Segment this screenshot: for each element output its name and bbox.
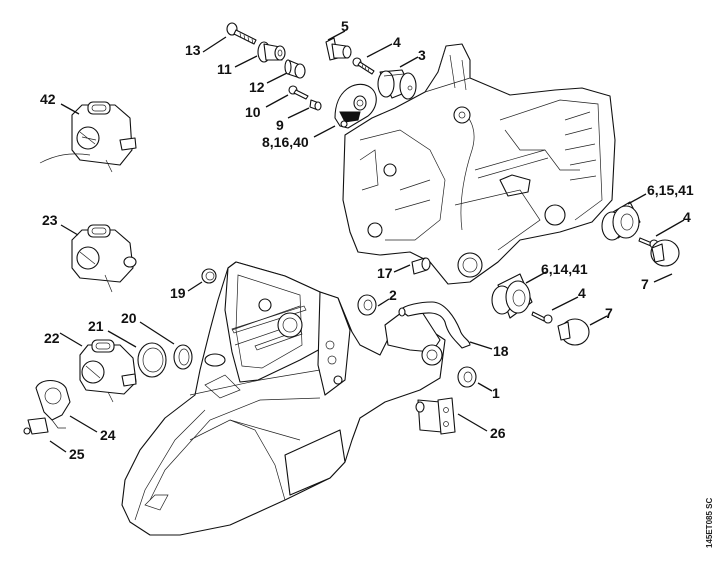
part-13-screw[interactable]: [226, 22, 257, 45]
part-6-annular-buffer-upper[interactable]: [601, 201, 641, 241]
callout-1[interactable]: 1: [492, 385, 500, 401]
part-18-hose[interactable]: [398, 301, 471, 349]
part-10-screw[interactable]: [288, 85, 309, 100]
callout-8-16-40[interactable]: 8,16,40: [262, 134, 309, 150]
callout-26[interactable]: 26: [490, 425, 506, 441]
part-20-ring[interactable]: [173, 344, 193, 370]
callout-6-14-41[interactable]: 6,14,41: [541, 261, 588, 277]
part-17-grommet[interactable]: [411, 257, 431, 275]
crankcase[interactable]: [342, 43, 616, 285]
part-11-bush[interactable]: [257, 41, 286, 63]
part-42-carburetor[interactable]: [39, 101, 137, 173]
tank-housing[interactable]: [121, 261, 446, 536]
callout-9[interactable]: 9: [276, 117, 284, 133]
callout-24[interactable]: 24: [100, 427, 116, 443]
part-1-seal-ring[interactable]: [457, 366, 477, 388]
callout-7-lower[interactable]: 7: [605, 305, 613, 321]
part-9-sleeve[interactable]: [309, 99, 322, 111]
callout-labels: 13 11 12 10 9 8,16,40 5 4 3 42 23 19 17 …: [40, 18, 694, 462]
leader-lines: [49, 30, 685, 453]
part-6-annular-buffer-lower[interactable]: [491, 273, 533, 319]
callout-4-middle[interactable]: 4: [683, 209, 691, 225]
callout-4-top[interactable]: 4: [393, 34, 401, 50]
part-4-screw-lower[interactable]: [531, 311, 553, 324]
part-7-plug-upper[interactable]: [650, 239, 680, 267]
part-7-plug-lower[interactable]: [557, 318, 590, 346]
callout-22[interactable]: 22: [44, 330, 60, 346]
callout-42[interactable]: 42: [40, 91, 56, 107]
callout-6-15-41[interactable]: 6,15,41: [647, 182, 694, 198]
callout-21[interactable]: 21: [88, 318, 104, 334]
part-19-grommet[interactable]: [201, 268, 217, 284]
callout-18[interactable]: 18: [493, 343, 509, 359]
callout-17[interactable]: 17: [377, 265, 393, 281]
callout-20[interactable]: 20: [121, 310, 137, 326]
part-2-seal-ring[interactable]: [357, 294, 377, 316]
part-24-gasket[interactable]: [35, 379, 71, 429]
part-12-buffer[interactable]: [284, 59, 306, 79]
callout-25[interactable]: 25: [69, 446, 85, 462]
part-3-annular-buffer[interactable]: [377, 69, 417, 100]
part-5-sleeve[interactable]: [325, 37, 352, 61]
part-23-carburetor[interactable]: [71, 224, 137, 293]
callout-11[interactable]: 11: [217, 61, 232, 77]
part-22-carburetor[interactable]: [79, 339, 137, 403]
callout-13[interactable]: 13: [185, 42, 201, 58]
callout-10[interactable]: 10: [245, 104, 261, 120]
callout-5[interactable]: 5: [341, 18, 349, 34]
callout-4-lower[interactable]: 4: [578, 285, 586, 301]
figure-code: 145ET085 SC: [705, 498, 714, 548]
part-25-plug[interactable]: [23, 417, 49, 435]
part-4-screw-top[interactable]: [352, 57, 375, 75]
part-21-ring[interactable]: [137, 342, 167, 378]
part-26-fitting[interactable]: [415, 397, 456, 435]
callout-2[interactable]: 2: [389, 287, 397, 303]
callout-12[interactable]: 12: [249, 79, 265, 95]
callout-19[interactable]: 19: [170, 285, 186, 301]
callout-7-upper[interactable]: 7: [641, 276, 649, 292]
callout-3[interactable]: 3: [418, 47, 426, 63]
part-8-cover[interactable]: [334, 83, 377, 129]
callout-23[interactable]: 23: [42, 212, 58, 228]
